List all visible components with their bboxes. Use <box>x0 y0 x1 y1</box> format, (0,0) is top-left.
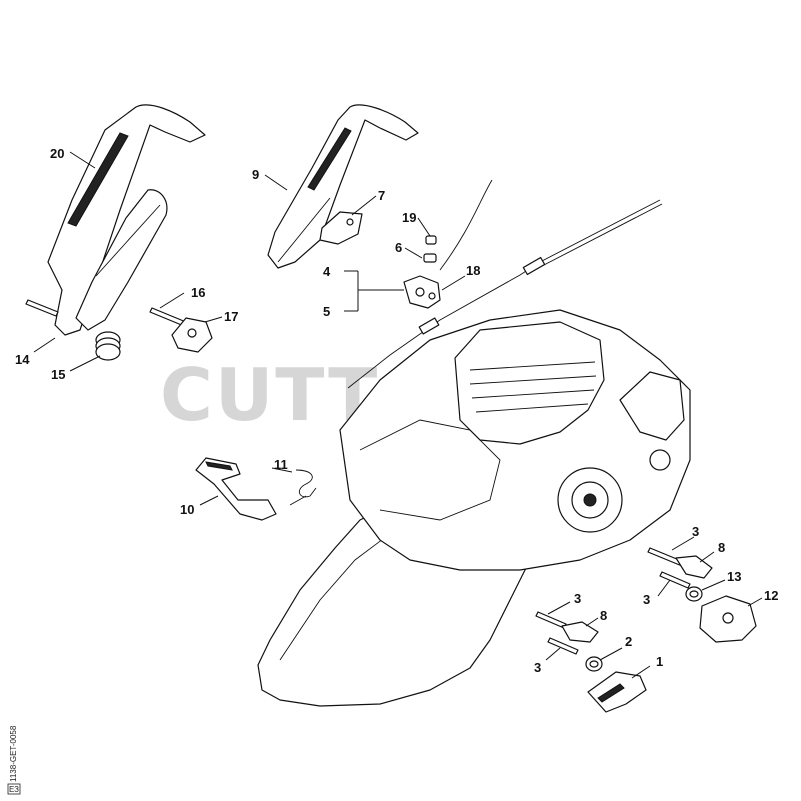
part-20-handle-cover <box>47 104 206 336</box>
part-3-pin-d <box>547 637 579 655</box>
callout-17: 17 <box>224 309 238 324</box>
part-19-screw <box>425 235 437 245</box>
part-4-5-lever <box>403 275 441 309</box>
leader-lines <box>33 151 763 679</box>
callout-18: 18 <box>466 263 480 278</box>
callout-12: 12 <box>764 588 778 603</box>
main-housing <box>257 309 691 707</box>
part-3-pin-a <box>647 547 685 567</box>
callouts: 20 9 7 19 6 4 5 18 16 17 14 15 11 10 3 8… <box>15 146 778 675</box>
callout-5: 5 <box>323 304 330 319</box>
watermark-text: CUTT <box>160 353 379 437</box>
part-9-handle-cover <box>267 104 419 269</box>
callout-2: 2 <box>625 634 632 649</box>
part-3-pin-c <box>535 611 567 629</box>
part-7-block <box>319 211 363 245</box>
callout-15: 15 <box>51 367 65 382</box>
drawing-badge-frame <box>7 783 21 795</box>
part-12-lever <box>699 595 757 643</box>
callout-1: 1 <box>656 654 663 669</box>
callout-8-a: 8 <box>718 540 725 555</box>
callout-7: 7 <box>378 188 385 203</box>
callout-10: 10 <box>180 502 194 517</box>
part-6-nut <box>423 253 437 263</box>
callout-9: 9 <box>252 167 259 182</box>
drawing-badge: ЕЗ <box>9 785 19 794</box>
part-3-pin-b <box>659 571 691 589</box>
callout-3-a: 3 <box>692 524 699 539</box>
callout-13: 13 <box>727 569 741 584</box>
part-17-bracket <box>171 317 213 353</box>
callout-6: 6 <box>395 240 402 255</box>
part-1-lever <box>587 671 647 713</box>
part-10-trigger <box>195 457 277 521</box>
drawing-code: 1138-GET-0058 <box>9 725 18 782</box>
callout-8-b: 8 <box>600 608 607 623</box>
callout-16: 16 <box>191 285 205 300</box>
callout-14: 14 <box>15 352 30 367</box>
part-14-pin <box>25 299 59 317</box>
callout-11: 11 <box>274 457 288 472</box>
callout-3-d: 3 <box>534 660 541 675</box>
part-13-bushing <box>685 586 703 602</box>
callout-19: 19 <box>402 210 416 225</box>
part-15-spring <box>95 331 121 361</box>
part-11-spring <box>289 469 317 506</box>
callout-3-c: 3 <box>574 591 581 606</box>
part-16-pin <box>149 307 187 327</box>
callout-4: 4 <box>323 264 331 279</box>
part-8-lever-a <box>675 555 713 579</box>
callout-3-b: 3 <box>643 592 650 607</box>
part-2-bushing <box>585 656 603 672</box>
part-18-cable <box>347 179 663 389</box>
callout-20: 20 <box>50 146 64 161</box>
part-8-lever-b <box>561 621 599 643</box>
